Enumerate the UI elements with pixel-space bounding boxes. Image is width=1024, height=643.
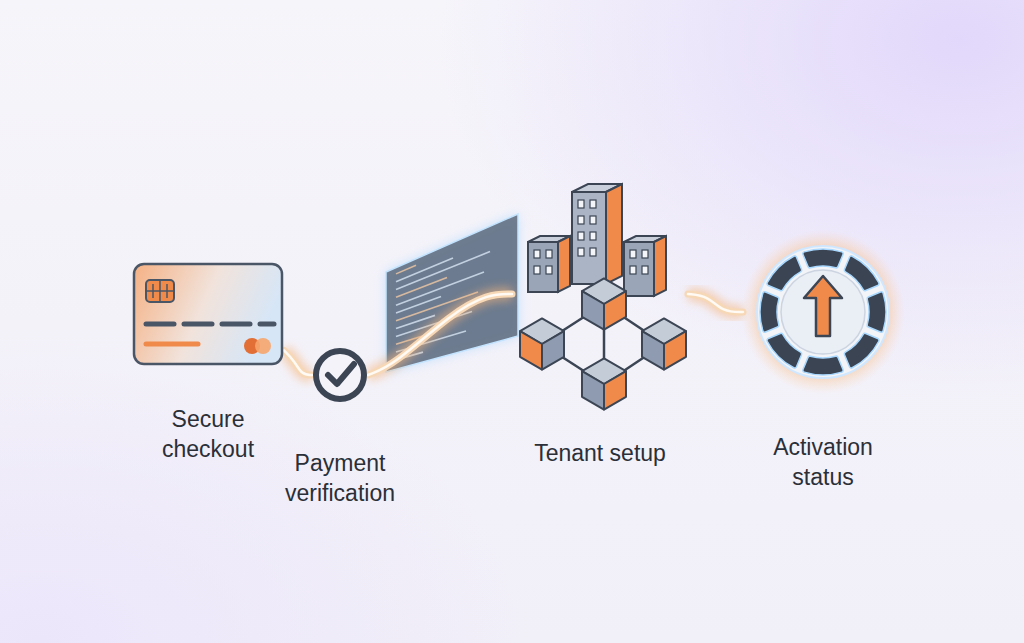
- ring-segment: [867, 292, 886, 332]
- ring-base: [757, 246, 889, 378]
- ring-center: [781, 270, 865, 354]
- step-icon: [512, 178, 688, 410]
- flow-connector: [368, 294, 512, 375]
- flow-connector: [688, 294, 743, 312]
- up-arrow: [804, 276, 842, 336]
- step-label: Payment verification: [270, 448, 410, 508]
- connector-core: [368, 294, 512, 375]
- card-number: [222, 322, 250, 327]
- process-step: Tenant setup: [512, 178, 688, 468]
- card-name: [146, 342, 198, 347]
- building: [528, 236, 570, 292]
- check-mark: [328, 364, 354, 384]
- code-line: [396, 265, 416, 274]
- code-line: [396, 277, 447, 297]
- step-label: Tenant setup: [534, 438, 666, 468]
- chip-lines: [146, 280, 174, 302]
- cube: [520, 318, 564, 369]
- cube: [582, 278, 626, 329]
- step-icon: [132, 262, 284, 366]
- building: [624, 236, 666, 296]
- check-ring: [316, 351, 364, 399]
- card-number: [146, 322, 174, 327]
- code-line: [396, 252, 490, 290]
- card-number: [260, 322, 274, 327]
- ring-segment: [803, 356, 843, 375]
- step-label: Activation status: [758, 432, 888, 492]
- ring-segment: [760, 292, 779, 332]
- step-icon: [743, 232, 903, 392]
- process-step: Payment verification: [270, 347, 410, 508]
- ring-glow: [741, 230, 905, 394]
- card-body: [134, 264, 282, 364]
- connector-glow: [688, 294, 743, 312]
- step-label: Secure checkout: [143, 404, 273, 464]
- code-line: [396, 297, 441, 313]
- process-step: Activation status: [743, 232, 903, 492]
- card-chip: [146, 280, 174, 302]
- connector-band: [688, 294, 743, 312]
- connector-glow: [284, 350, 312, 375]
- cube: [642, 318, 686, 369]
- connector-core: [688, 294, 743, 312]
- connector-core: [284, 350, 312, 375]
- process-step: Secure checkout: [132, 262, 284, 464]
- flow-connector: [284, 350, 312, 375]
- card-number: [184, 322, 212, 327]
- ring-segment: [803, 249, 843, 268]
- cube: [582, 358, 626, 409]
- step-icon: [312, 347, 368, 403]
- connector-glow: [368, 294, 512, 375]
- building: [572, 184, 622, 284]
- connector-band: [368, 294, 512, 375]
- card-logo: [255, 338, 271, 354]
- connector-band: [284, 350, 312, 375]
